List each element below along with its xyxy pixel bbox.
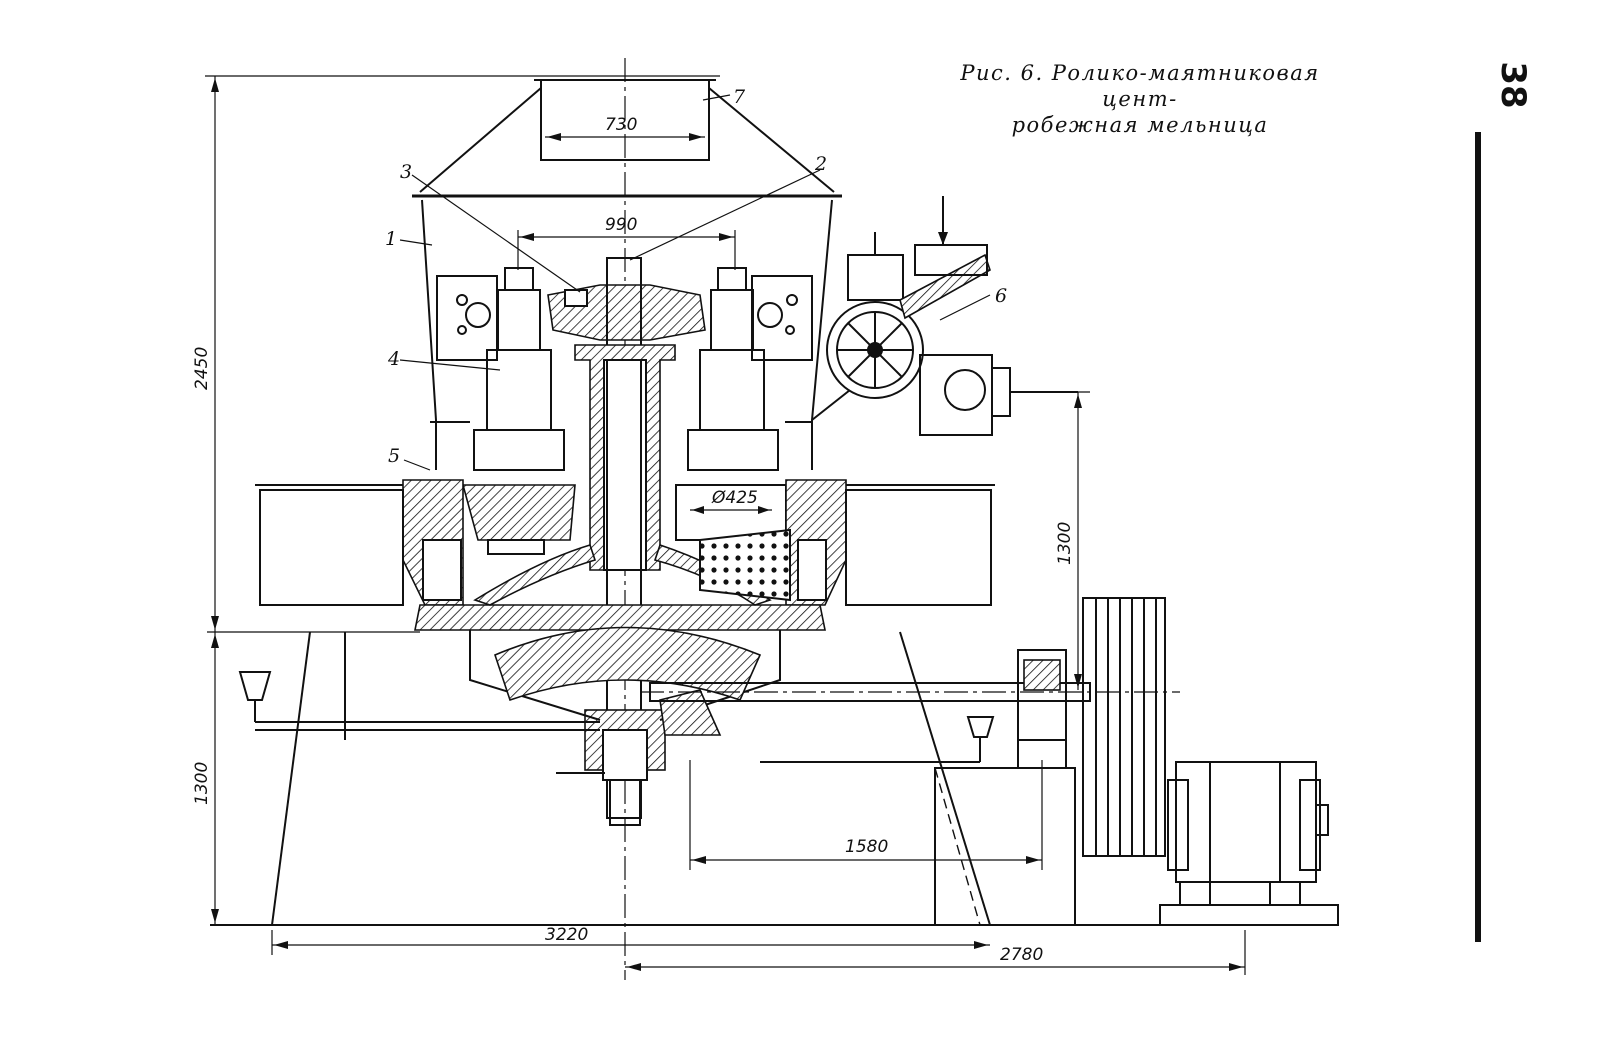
dim-foundation-height: 1300 (192, 762, 212, 805)
dimension-lines (205, 75, 1330, 975)
dim-overall-height: 2450 (192, 347, 212, 390)
caption-line-1: Рис. 6. Ролико-маятниковая цент- (960, 61, 1320, 111)
dim-base-right: 2780 (1000, 945, 1043, 965)
part-numbers: 3 2 1 4 5 6 7 (385, 86, 1007, 467)
dim-shaft-distance: 1580 (845, 837, 888, 857)
part-label-1: 1 (385, 228, 397, 250)
part-label-6: 6 (995, 285, 1007, 307)
caption-line-2: робежная мельница (1011, 113, 1269, 137)
dim-roller-span: 990 (605, 215, 637, 235)
leader-lines (399, 94, 991, 471)
pendulum-roller-left (461, 267, 576, 555)
feed-hopper (419, 79, 835, 193)
dim-base-left: 3220 (545, 925, 588, 945)
drive-pulley (1082, 597, 1166, 857)
separator-fan (811, 196, 1078, 436)
part-label-2: 2 (814, 153, 827, 175)
drive-shaft (640, 649, 1180, 769)
lower-cone (469, 626, 781, 736)
dim-hopper-width: 730 (605, 115, 637, 135)
foundation (271, 631, 1076, 926)
lubrication-piping (238, 632, 995, 763)
dimension-labels: 730 990 Ø425 1580 3220 2780 2450 1300 13… (192, 115, 1075, 965)
figure-caption: Рис. 6. Ролико-маятниковая цент- робежна… (920, 60, 1360, 138)
electric-motor (1159, 761, 1339, 926)
central-shaft (556, 257, 676, 826)
part-label-5: 5 (388, 445, 400, 467)
page-edge-rule (1475, 132, 1481, 942)
grinding-ring-housing (255, 421, 995, 631)
part-label-3: 3 (400, 161, 412, 183)
dim-roller-diameter: Ø425 (711, 488, 758, 508)
part-label-4: 4 (387, 348, 400, 370)
dim-motor-height: 1300 (1055, 522, 1075, 565)
part-label-7: 7 (733, 86, 746, 108)
dimension-arrows (211, 78, 1243, 971)
roller-spider (547, 284, 706, 341)
scoop-plate (473, 528, 791, 606)
